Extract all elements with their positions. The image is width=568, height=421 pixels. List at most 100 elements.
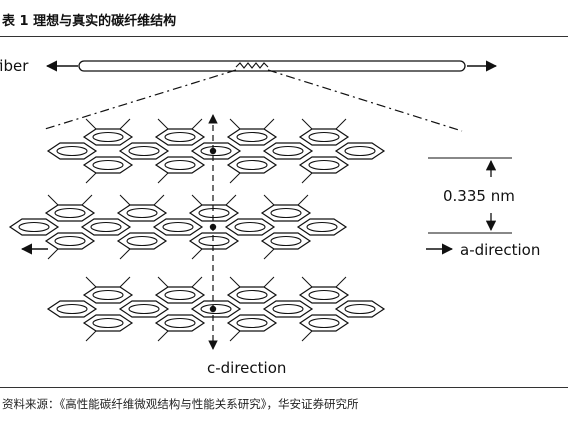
graphene-sheet-3 <box>46 276 386 342</box>
edge-bond <box>263 248 275 260</box>
edge-bond <box>85 118 97 130</box>
edge-bond <box>225 194 237 206</box>
hexagon-ring <box>118 300 170 318</box>
edge-bond <box>85 276 97 288</box>
edge-bond <box>335 118 347 130</box>
edge-bond <box>191 194 203 206</box>
aromatic-ring <box>128 303 160 315</box>
edge-bond <box>301 330 313 342</box>
hexagon-ring <box>44 204 96 222</box>
aromatic-ring <box>90 221 122 233</box>
edge-bond <box>229 330 241 342</box>
edge-bond <box>229 172 241 184</box>
aromatic-ring <box>344 303 376 315</box>
spacing-label: 0.335 nm <box>443 187 515 205</box>
hexagon-ring <box>188 232 240 250</box>
aromatic-ring <box>18 221 50 233</box>
aromatic-ring <box>92 289 124 301</box>
graphene-sheet-2 <box>8 194 348 260</box>
hexagon-ring <box>298 156 350 174</box>
aromatic-ring <box>270 235 302 247</box>
aromatic-ring <box>164 289 196 301</box>
edge-bond <box>229 276 241 288</box>
edge-bond <box>85 330 97 342</box>
aromatic-ring <box>236 159 268 171</box>
edge-bond <box>191 276 203 288</box>
a-direction-label: a-direction <box>460 241 540 259</box>
hexagon-ring <box>154 314 206 332</box>
top-rule <box>0 36 568 37</box>
hexagon-ring <box>82 314 134 332</box>
fiber-rod <box>78 60 466 72</box>
aromatic-ring <box>344 145 376 157</box>
edge-bond <box>191 118 203 130</box>
carbon-fiber-structure-diagram: fiber c-direction 0.335 nm a-direction <box>0 57 540 377</box>
aromatic-ring <box>126 235 158 247</box>
hexagon-ring <box>116 204 168 222</box>
hexagon-ring <box>46 142 98 160</box>
aromatic-ring <box>234 221 266 233</box>
zoom-line-left <box>44 69 237 130</box>
hexagon-ring <box>224 218 276 236</box>
hexagon-ring <box>298 314 350 332</box>
hexagon-ring <box>44 232 96 250</box>
edge-bond <box>119 276 131 288</box>
c-direction-label: c-direction <box>207 359 286 377</box>
zoom-line-right <box>267 69 463 132</box>
aromatic-ring <box>270 207 302 219</box>
edge-bond <box>301 172 313 184</box>
edge-bond <box>229 118 241 130</box>
bottom-rule <box>0 387 568 388</box>
source-caption: 资料来源：《高性能碳纤维微观结构与性能关系研究》，华安证券研究所 <box>2 397 359 411</box>
edge-bond <box>85 172 97 184</box>
hexagon-ring <box>116 232 168 250</box>
aromatic-ring <box>236 131 268 143</box>
edge-bond <box>47 194 59 206</box>
aromatic-ring <box>164 317 196 329</box>
aromatic-ring <box>164 131 196 143</box>
hexagon-ring <box>226 156 278 174</box>
hexagon-ring <box>8 218 60 236</box>
hexagon-ring <box>118 142 170 160</box>
aromatic-ring <box>128 145 160 157</box>
hexagon-ring <box>152 218 204 236</box>
edge-bond <box>263 194 275 206</box>
hexagon-ring <box>226 286 278 304</box>
aromatic-ring <box>236 289 268 301</box>
hexagon-ring <box>188 204 240 222</box>
edge-bond <box>119 248 131 260</box>
hexagon-ring <box>80 218 132 236</box>
aromatic-ring <box>56 145 88 157</box>
hexagon-ring <box>226 128 278 146</box>
hexagon-ring <box>82 286 134 304</box>
edge-bond <box>301 118 313 130</box>
hexagon-ring <box>154 156 206 174</box>
hexagon-ring <box>296 218 348 236</box>
aromatic-ring <box>162 221 194 233</box>
hexagon-ring <box>82 128 134 146</box>
hexagon-ring <box>298 286 350 304</box>
hexagon-ring <box>260 232 312 250</box>
aromatic-ring <box>92 131 124 143</box>
edge-bond <box>119 118 131 130</box>
aromatic-ring <box>272 303 304 315</box>
edge-bond <box>157 118 169 130</box>
edge-bond <box>157 276 169 288</box>
edge-bond <box>81 194 93 206</box>
edge-bond <box>301 276 313 288</box>
aromatic-ring <box>308 317 340 329</box>
edge-bond <box>297 194 309 206</box>
graphene-sheet-1 <box>46 118 386 184</box>
aromatic-ring <box>236 317 268 329</box>
fiber-zoom-spot <box>235 62 269 69</box>
hexagon-ring <box>334 300 386 318</box>
edge-bond <box>119 194 131 206</box>
aromatic-ring <box>92 317 124 329</box>
aromatic-ring <box>56 303 88 315</box>
aromatic-ring <box>164 159 196 171</box>
hexagon-ring <box>46 300 98 318</box>
aromatic-ring <box>54 235 86 247</box>
hexagon-ring <box>154 128 206 146</box>
hexagon-ring <box>82 156 134 174</box>
aromatic-ring <box>92 159 124 171</box>
